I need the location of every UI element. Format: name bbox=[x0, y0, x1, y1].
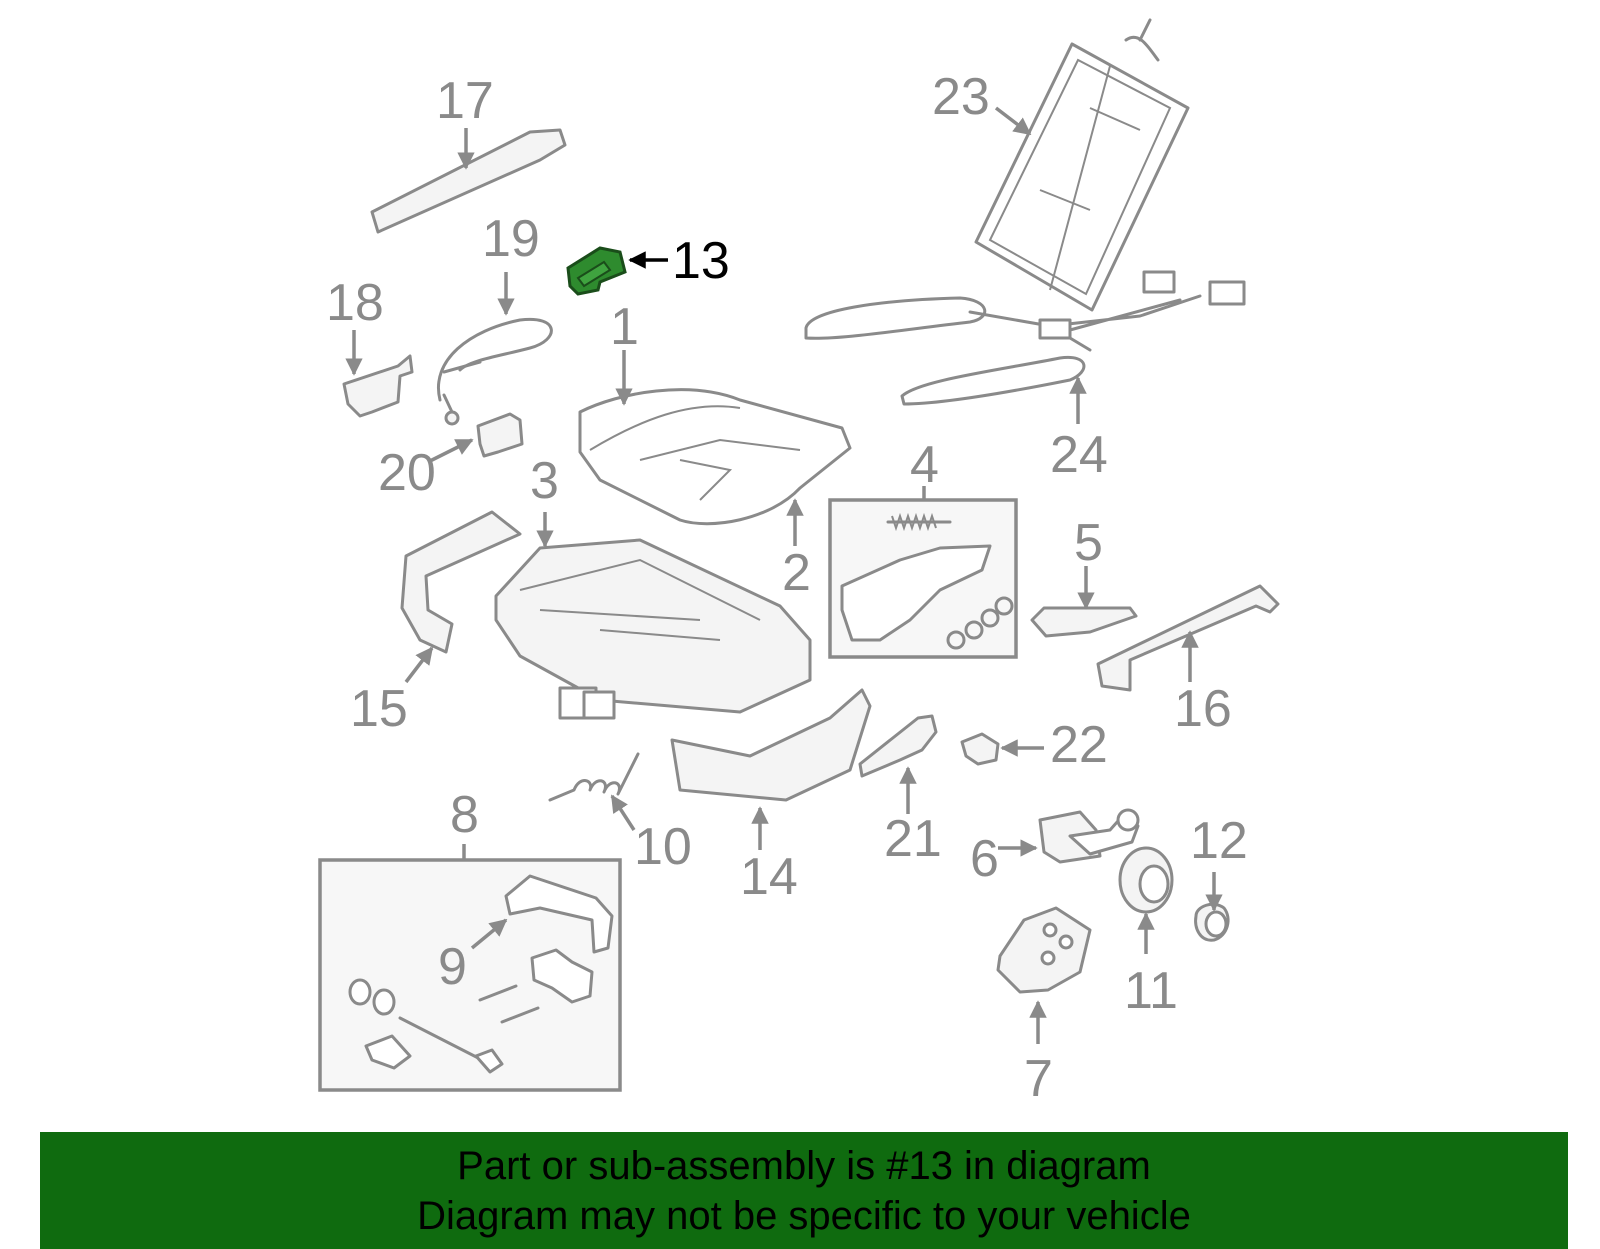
label-10: 10 bbox=[634, 818, 692, 876]
part-19-cable[interactable] bbox=[437, 272, 553, 426]
label-5: 5 bbox=[1074, 514, 1103, 572]
part-8-hardware-kit[interactable] bbox=[318, 844, 622, 1092]
part-12-bushing[interactable] bbox=[1194, 872, 1230, 942]
part-13-clip[interactable] bbox=[566, 246, 668, 296]
part-1-cushion-cover[interactable] bbox=[578, 350, 852, 526]
part-22-cap[interactable] bbox=[960, 732, 1044, 766]
label-9: 9 bbox=[438, 938, 467, 996]
label-12: 12 bbox=[1190, 812, 1248, 870]
label-17: 17 bbox=[436, 72, 494, 130]
part-14-front-trim[interactable] bbox=[670, 688, 872, 850]
label-3: 3 bbox=[530, 452, 559, 510]
banner-line-2: Diagram may not be specific to your vehi… bbox=[417, 1193, 1191, 1238]
part-15-side-panel[interactable] bbox=[400, 510, 522, 684]
label-21: 21 bbox=[884, 810, 942, 868]
part-20-connector[interactable] bbox=[427, 412, 524, 464]
part-6-motor[interactable] bbox=[998, 808, 1140, 864]
label-23: 23 bbox=[932, 68, 990, 126]
label-20: 20 bbox=[378, 444, 436, 502]
info-banner: Part or sub-assembly is #13 in diagram D… bbox=[40, 1132, 1568, 1249]
part-23-seat-back-frame[interactable] bbox=[974, 18, 1190, 312]
label-16: 16 bbox=[1174, 680, 1232, 738]
part-10-spring[interactable] bbox=[548, 752, 640, 831]
part-11-gear[interactable] bbox=[1118, 846, 1174, 954]
label-13: 13 bbox=[672, 232, 730, 290]
part-4-recliner-kit[interactable] bbox=[828, 486, 1018, 659]
label-24: 24 bbox=[1050, 426, 1108, 484]
part-3-seat-frame[interactable] bbox=[494, 512, 812, 720]
label-11: 11 bbox=[1124, 962, 1178, 1020]
part-5-trim[interactable] bbox=[1030, 566, 1138, 638]
label-8: 8 bbox=[450, 786, 479, 844]
banner-line-1: Part or sub-assembly is #13 in diagram bbox=[457, 1143, 1151, 1188]
label-4: 4 bbox=[910, 436, 939, 494]
label-15: 15 bbox=[350, 680, 408, 738]
part-16-side-shield[interactable] bbox=[1096, 584, 1280, 692]
label-19: 19 bbox=[482, 210, 540, 268]
label-14: 14 bbox=[740, 848, 798, 906]
part-17-trim-strip[interactable] bbox=[370, 128, 567, 234]
part-18-bracket[interactable] bbox=[342, 330, 414, 418]
part-9-handle[interactable] bbox=[470, 918, 508, 950]
label-6: 6 bbox=[970, 830, 999, 888]
label-2: 2 bbox=[782, 544, 811, 602]
label-18: 18 bbox=[326, 274, 384, 332]
part-7-gearbox[interactable] bbox=[996, 906, 1092, 1044]
label-7: 7 bbox=[1024, 1050, 1053, 1108]
label-22: 22 bbox=[1050, 716, 1108, 774]
part-21-bracket[interactable] bbox=[858, 714, 938, 814]
label-1: 1 bbox=[610, 298, 639, 356]
part-24-heater-mats[interactable] bbox=[804, 270, 1246, 424]
